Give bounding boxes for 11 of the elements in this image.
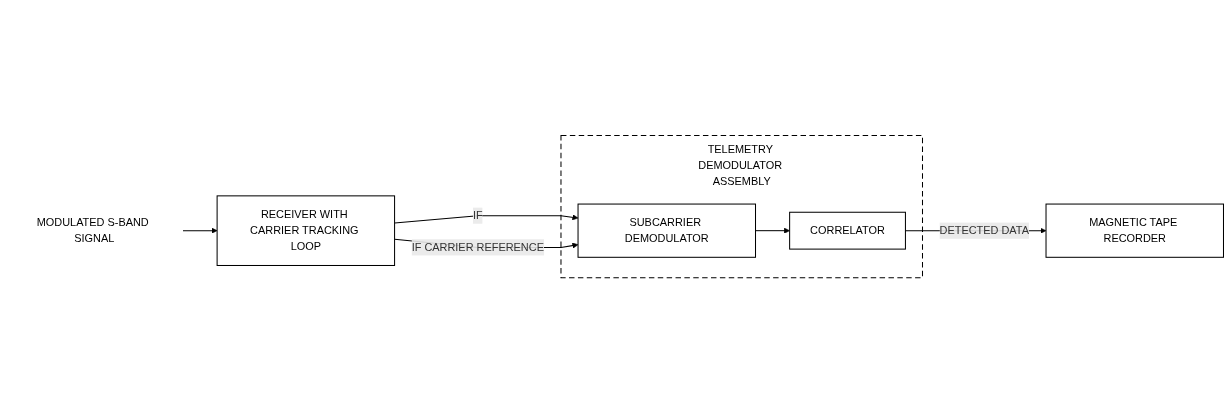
arrow (755, 228, 790, 235)
edge-label: IF CARRIER REFERENCE (411, 241, 544, 254)
edge-label: IF (472, 209, 483, 222)
node-box: MAGNETIC TAPE RECORDER (1045, 203, 1224, 259)
arrow (394, 214, 579, 224)
edge-label: DETECTED DATA (939, 224, 1029, 237)
node-text: MODULATED S-BAND SIGNAL (36, 216, 149, 245)
node-box: CORRELATOR (789, 212, 906, 250)
node-box: SUBCARRIER DEMODULATOR (577, 203, 756, 259)
arrow (182, 228, 218, 235)
node-box: RECEIVER WITH CARRIER TRACKING LOOP (216, 195, 396, 267)
